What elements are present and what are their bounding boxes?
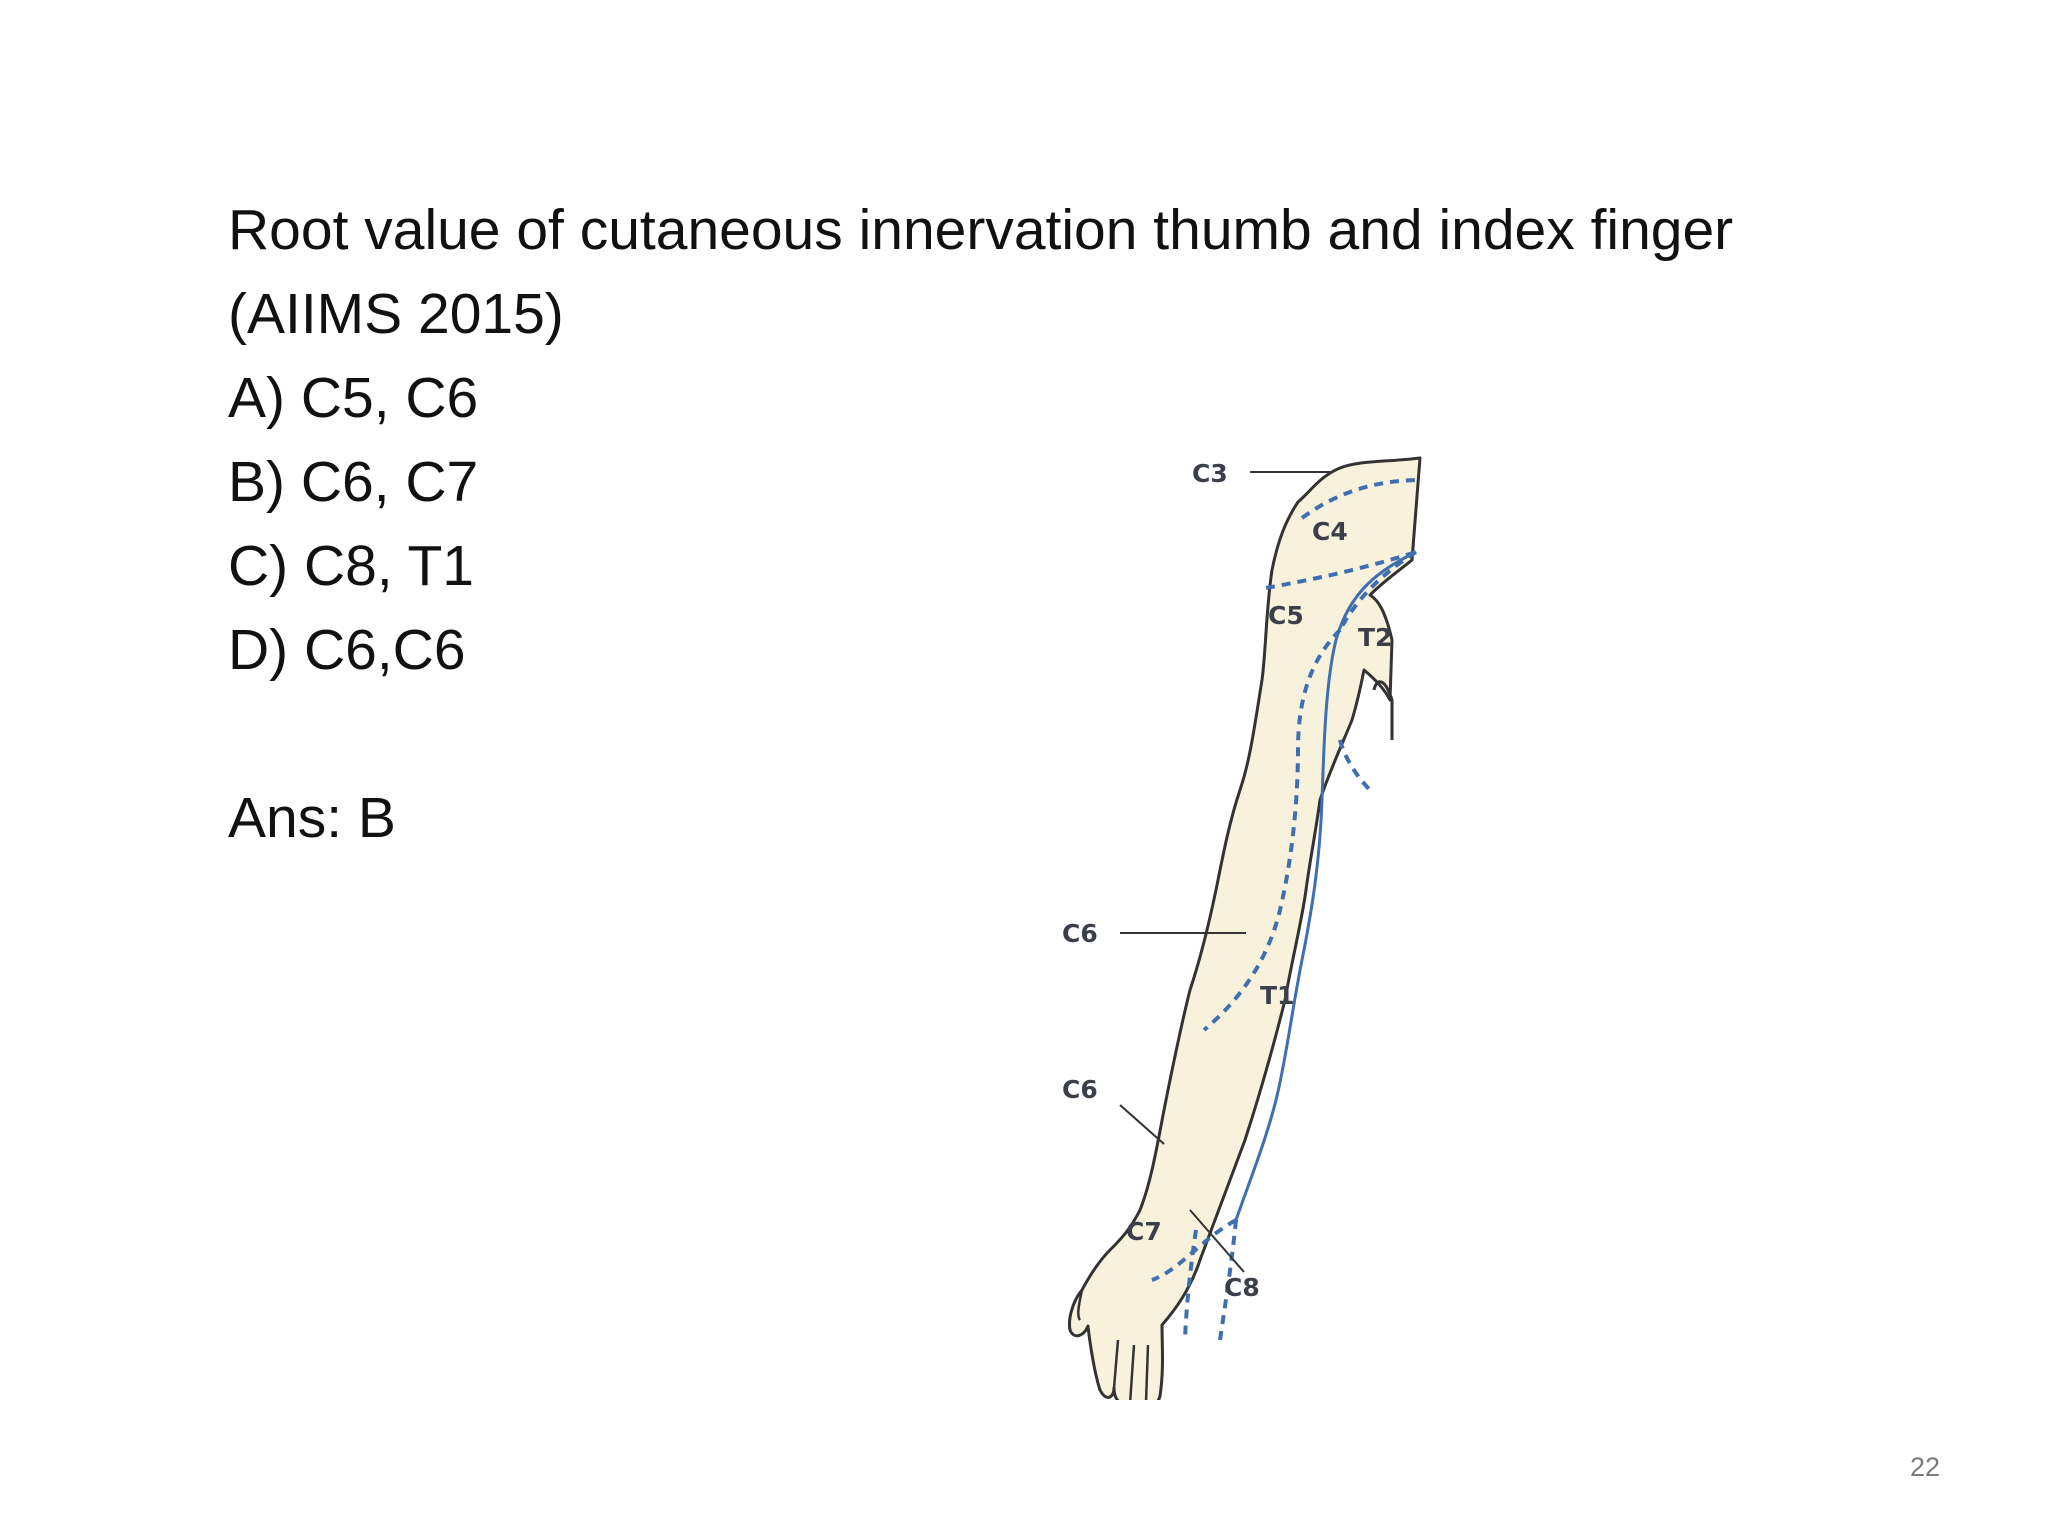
axial-line-solid	[1234, 550, 1417, 1221]
label-c6-upper: C6	[1062, 919, 1098, 948]
c6-lower-leader	[1119, 1104, 1165, 1145]
option-d: D) C6,C6	[228, 618, 466, 682]
dermatome-arm-figure: C3 C4 C5 T2 C6 T1 C6 C7 C8	[1040, 440, 1470, 1400]
label-c8: C8	[1224, 1273, 1260, 1302]
option-b: B) C6, C7	[228, 450, 479, 514]
option-a: A) C5, C6	[228, 366, 479, 430]
dermatome-boundaries	[1151, 478, 1423, 1341]
label-c3: C3	[1192, 459, 1228, 488]
c3-c4-boundary	[1300, 478, 1423, 520]
c5-c6-boundary	[1202, 628, 1342, 1032]
question-block: Root value of cutaneous innervation thum…	[228, 188, 1928, 860]
label-c5: C5	[1268, 601, 1304, 630]
label-c4: C4	[1312, 517, 1348, 546]
leader-lines	[1119, 471, 1330, 1273]
answer-text: Ans: B	[228, 786, 396, 850]
c5-t2-boundary	[1338, 550, 1418, 631]
label-t1: T1	[1260, 981, 1294, 1010]
t2-boundary	[1338, 739, 1372, 792]
label-t2: T2	[1358, 623, 1392, 652]
c4-c5-boundary	[1265, 550, 1417, 590]
page-number: 22	[1909, 1452, 1940, 1482]
label-c6-lower: C6	[1062, 1075, 1098, 1104]
dermatome-arm-diagram: C3 C4 C5 T2 C6 T1 C6 C7 C8	[1062, 456, 1423, 1400]
c8-boundary	[1183, 1229, 1198, 1341]
arm-outline	[1068, 456, 1422, 1400]
option-c: C) C8, T1	[228, 534, 475, 598]
finger-lines	[1077, 1289, 1150, 1400]
question-source: (AIIMS 2015)	[228, 282, 564, 346]
question-text: Root value of cutaneous innervation thum…	[228, 198, 1734, 262]
label-c7: C7	[1126, 1217, 1162, 1246]
c8-leader	[1189, 1209, 1245, 1273]
torso-edge	[1372, 680, 1394, 740]
